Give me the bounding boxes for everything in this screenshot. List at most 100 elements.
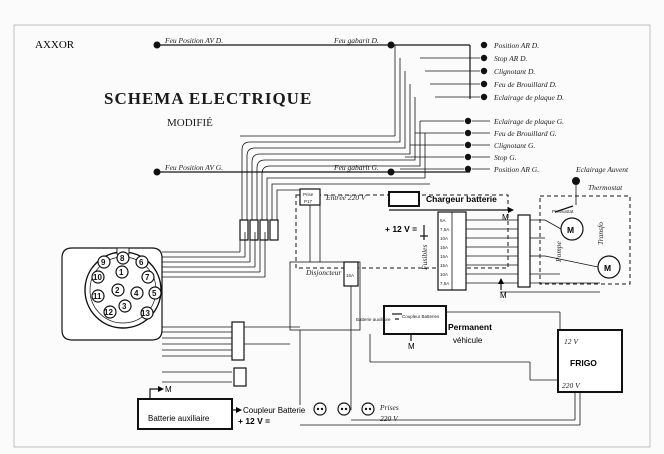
- permanent-label: Permanent: [448, 322, 492, 332]
- clearance-right-label: Feu gabarit D.: [333, 36, 379, 45]
- connector-pins: 8 9 6 10 1 7 11 2 4 5 3 12 13: [91, 251, 162, 320]
- pin-label: 12: [104, 308, 113, 317]
- fuse-rating: 10A: [440, 236, 448, 241]
- front-left-lamps: Feu Position AV G. Feu gabarit G.: [153, 163, 470, 176]
- pin-label: 10: [93, 273, 102, 282]
- charger-area: Chargeur batterie M + 12 V = Prise P17 E…: [295, 188, 514, 269]
- rear-left-lamp-label: Clignotant G.: [494, 141, 535, 150]
- rear-right-lamp-label: Stop AR D.: [494, 54, 528, 63]
- battery-coupler-area: Coupleur Batteries Batterie auxiliaire P…: [356, 305, 560, 363]
- motor-ground-label: M: [502, 213, 509, 222]
- bottom-12v-label: + 12 V =: [238, 416, 270, 426]
- socket-code: P17: [304, 199, 313, 204]
- lamp-icon: [480, 80, 488, 88]
- page-border: [13, 24, 651, 448]
- motor-ground-label: M: [165, 385, 172, 394]
- outlet-icon: [361, 402, 375, 416]
- rear-right-lamp-label: Clignotant D.: [494, 67, 535, 76]
- front-position-right-label: Feu Position AV D.: [164, 36, 223, 45]
- aux-battery-bottom: Batterie auxiliaire M Coupleur Batterie …: [137, 385, 306, 430]
- rear-left-lamp-label: Feu de Brouillard G.: [493, 129, 557, 138]
- fuse-outputs: M: [466, 214, 600, 300]
- fuse-rating: 15A: [440, 254, 448, 259]
- pin-label: 11: [93, 292, 102, 301]
- lamp-icon: [387, 168, 395, 176]
- rear-left-lamp-label: Position AR G.: [493, 165, 539, 174]
- pin-label: 2: [115, 286, 120, 295]
- connector-wires: [162, 232, 300, 387]
- pin-label: 5: [152, 289, 157, 298]
- outlet-icon: [313, 402, 327, 416]
- outlets-label: Prises: [379, 403, 399, 412]
- aux-battery-box: [137, 398, 233, 430]
- lamp-icon: [464, 117, 472, 125]
- outlets-area: Prises 220 V: [313, 402, 399, 423]
- fridge-area: FRIGO 12 V 220 V: [300, 312, 623, 426]
- lamp-icon: [480, 67, 488, 75]
- pump-label: Pompe: [554, 241, 563, 263]
- awning-light-label: Eclairage Auvent: [575, 165, 629, 174]
- pump-motor-label: M: [567, 225, 574, 235]
- aux-battery-small-label: Batterie auxiliaire: [356, 317, 391, 322]
- page-subtitle: MODIFIÉ: [167, 117, 213, 129]
- motor-ground-label: M: [500, 291, 507, 300]
- pin-label: 6: [139, 258, 144, 267]
- fuse-rating: 10A: [440, 272, 448, 277]
- rear-right-lamps: Position AR D. Stop AR D. Clignotant D. …: [420, 41, 564, 102]
- pin-label: 9: [101, 258, 106, 267]
- pump-area: Eclairage Auvent Thermostat Pressostat M…: [539, 165, 631, 285]
- fridge-box: [557, 329, 623, 393]
- lamp-icon: [464, 141, 472, 149]
- fridge-label: FRIGO: [570, 358, 597, 368]
- coupler-box: [383, 305, 447, 335]
- lamp-icon: [387, 41, 395, 49]
- round-connector: 8 9 6 10 1 7 11 2 4 5 3 12 13: [61, 247, 163, 341]
- transformer-label: Transfo: [596, 222, 605, 245]
- lamp-icon: [464, 165, 472, 173]
- pressostat-label: Pressostat: [552, 209, 574, 214]
- charger-12v-label: + 12 V =: [385, 224, 417, 234]
- lamp-icon: [480, 93, 488, 101]
- lamp-icon: [464, 153, 472, 161]
- lamp-icon: [153, 168, 161, 176]
- rear-right-lamp-label: Feu de Brouillard D.: [493, 80, 557, 89]
- fuses-label: Fusibles: [420, 245, 429, 271]
- fridge-12v-label: 12 V: [564, 337, 579, 346]
- brand-label: AXXOR: [35, 39, 75, 51]
- breaker-area: Disjoncteur 16A: [289, 205, 361, 410]
- clearance-left-label: Feu gabarit G.: [333, 163, 379, 172]
- outlets-voltage-label: 220 V: [380, 414, 399, 423]
- front-right-lamps: Feu Position AV D. Feu gabarit D.: [153, 36, 470, 49]
- pin-label: 8: [120, 254, 125, 263]
- lamp-icon: [464, 129, 472, 137]
- rear-right-lamp-label: Position AR D.: [493, 41, 539, 50]
- fuse-rating: 15A: [440, 263, 448, 268]
- awning-lamp-icon: [572, 177, 580, 185]
- charger-label: Chargeur batterie: [426, 194, 497, 204]
- motor-ground-label: M: [408, 342, 415, 351]
- fuse-rating: 7,5A: [440, 227, 449, 232]
- permanent-vehicle-label: véhicule: [453, 336, 483, 345]
- front-position-left-label: Feu Position AV G.: [164, 163, 223, 172]
- rear-left-lamps: Eclairage de plaque G. Feu de Brouillard…: [400, 117, 564, 174]
- pin-label: 13: [141, 309, 150, 318]
- fuse-rating: 7,5A: [440, 281, 449, 286]
- charger-box: [388, 191, 420, 207]
- fuse-rating: 5A: [440, 218, 446, 223]
- lamp-icon: [153, 41, 161, 49]
- page-title: SCHEMA ELECTRIQUE: [104, 89, 312, 108]
- outlet-icon: [337, 402, 351, 416]
- fuse-strip: Fusibles 5A 7,5A 10A 15A 15A 15A 10A 7,5…: [420, 211, 467, 291]
- breaker-rating: 16A: [346, 273, 354, 278]
- fuse-rating: 15A: [440, 245, 448, 250]
- fridge-220v-label: 220 V: [562, 381, 581, 390]
- bottom-coupler-label: Coupleur Batterie: [243, 406, 306, 415]
- socket-label: Prise: [303, 192, 314, 197]
- thermostat-label: Thermostat: [588, 183, 623, 192]
- rear-left-lamp-label: Stop G.: [494, 153, 517, 162]
- transformer-motor-label: M: [604, 263, 611, 273]
- pin-label: 1: [119, 268, 124, 277]
- rear-left-lamp-label: Eclairage de plaque G.: [493, 117, 564, 126]
- pin-label: 4: [134, 289, 139, 298]
